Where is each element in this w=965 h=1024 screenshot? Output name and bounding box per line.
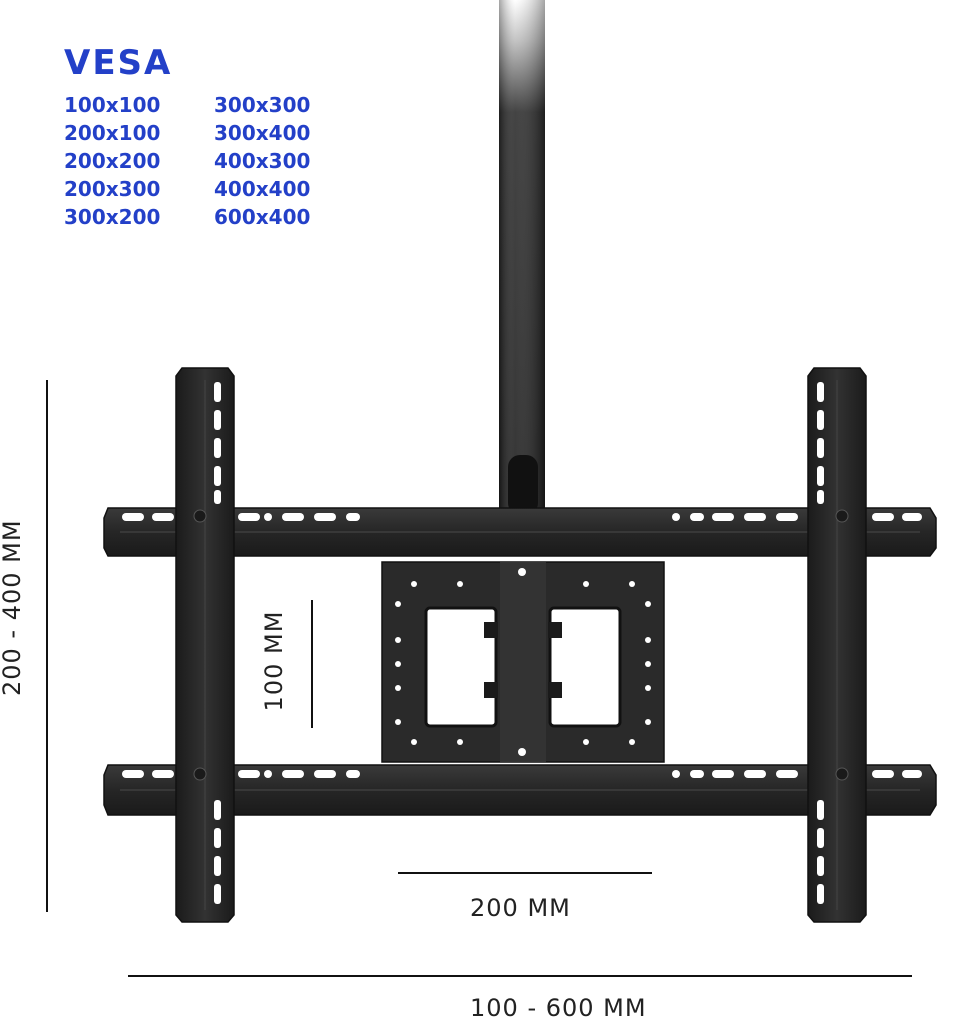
vesa-size-item: 200x100 [64,121,161,145]
vesa-size-item: 600x400 [214,205,311,229]
vesa-size-item: 100x100 [64,93,161,117]
vesa-left-column: 100x100 200x100 200x200 200x300 300x200 [64,91,160,231]
right-arm-slots [817,382,824,904]
height-range-label: 200 - 400 MM [0,519,26,696]
vesa-size-item: 300x200 [64,205,161,229]
bottom-crossbar [103,764,937,816]
vesa-right-column: 300x300 300x400 400x300 400x400 600x400 [214,91,310,231]
vesa-size-item: 200x200 [64,149,161,173]
vesa-size-item: 400x400 [214,177,311,201]
vesa-title: VESA [64,43,173,83]
vesa-size-item: 200x300 [64,177,161,201]
right-vertical-arm [807,367,867,923]
vesa-size-item: 300x400 [214,121,311,145]
plate-window-left [424,606,498,728]
ceiling-pole [499,0,545,515]
inner-vertical-label: 100 MM [260,610,288,712]
left-arm-slots [214,382,221,904]
width-range-label: 100 - 600 MM [470,994,647,1022]
inner-horizontal-label: 200 MM [470,894,571,922]
left-vertical-arm [175,367,235,923]
plate-window-right [548,606,622,728]
bottom-crossbar-slots [122,770,922,778]
vesa-size-item: 300x300 [214,93,311,117]
vesa-size-item: 400x300 [214,149,311,173]
center-mounting-plate [381,561,665,763]
